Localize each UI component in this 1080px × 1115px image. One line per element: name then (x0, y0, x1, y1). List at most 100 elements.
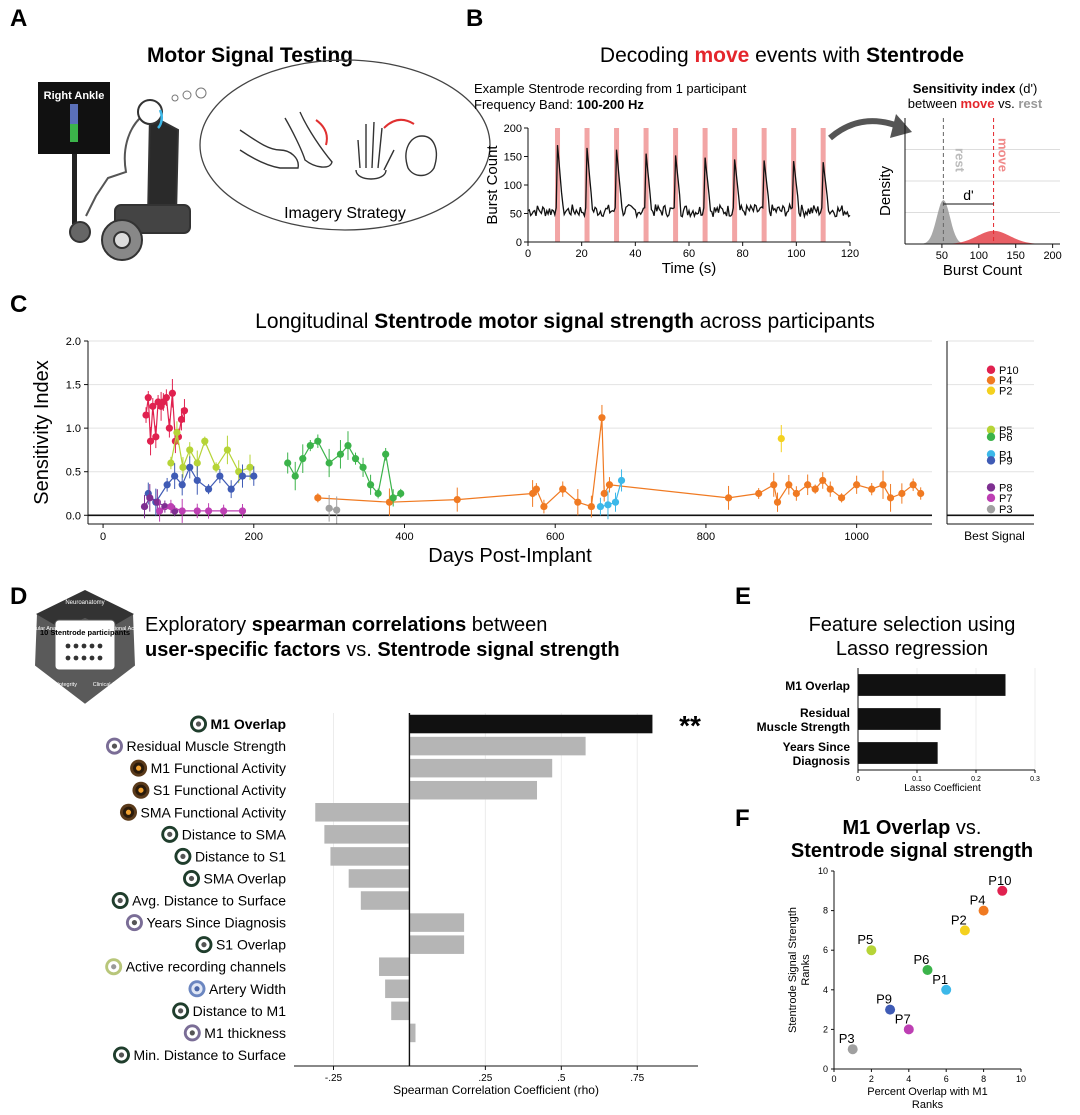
panel-d: D 10 Stentrode participants Neuroanatomy… (10, 583, 701, 1097)
panel-d-title-mid: vs. (341, 639, 378, 661)
panel-f: F M1 Overlap vs. Stentrode signal streng… (735, 805, 1033, 1111)
burst-count-trace (527, 145, 851, 220)
point-P4-8 (587, 502, 595, 511)
point-P5-2 (179, 463, 187, 471)
wheelchair-hub (113, 231, 131, 249)
brain-icon-mark (188, 875, 195, 882)
bar-6 (330, 847, 410, 866)
point-P6-12 (382, 450, 390, 458)
point-P7-6 (238, 507, 247, 515)
panel-a: A Motor Signal Testing Right Ankle (10, 5, 491, 261)
panel-c-title: Longitudinal Stentrode motor signal stre… (255, 310, 875, 333)
c-x-tick-label: 800 (697, 531, 715, 543)
fmri-icon-mark (125, 809, 132, 815)
point-P4-20 (819, 476, 827, 485)
device-icon-mark (111, 964, 117, 970)
rank-label-P10: P10 (988, 873, 1011, 888)
brain-icon-mark (118, 1052, 125, 1058)
y-tick-label: 150 (504, 152, 522, 164)
density-x-tick-label: 200 (1043, 250, 1061, 262)
brain-icon (111, 892, 129, 910)
factor-label-4: SMA Functional Activity (140, 804, 286, 820)
point-P6-3 (306, 441, 314, 450)
point-P9-6 (193, 476, 201, 485)
brain-icon (183, 869, 201, 887)
panel-b-title-move: move (694, 44, 749, 67)
bar-1 (409, 736, 586, 756)
best-label-P10: P10 (999, 365, 1019, 377)
wheelchair-caster (69, 221, 91, 243)
point-P5-9 (246, 463, 254, 471)
density-x-tick-label: 150 (1007, 250, 1025, 262)
bar-10 (409, 935, 465, 954)
point-P5-1 (173, 428, 181, 437)
factor-label-2: M1 Functional Activity (151, 760, 286, 776)
wheelchair-backrest (146, 113, 180, 220)
factor-label-15: Min. Distance to Surface (133, 1047, 286, 1063)
x-tick-label: 40 (629, 248, 641, 260)
brain-icon (195, 936, 213, 954)
best-point-P8 (986, 483, 996, 492)
participant-dots (65, 643, 103, 661)
bar-11 (379, 957, 410, 976)
lasso-label-1-1: Muscle Strength (757, 720, 850, 734)
brain-icon-mark (201, 942, 207, 948)
density-move (905, 230, 1060, 244)
point-P7-1 (167, 502, 175, 511)
c-y-tick-label: 2.0 (66, 336, 81, 348)
c-y-tick-label: 0.5 (66, 467, 81, 479)
best-label-P3: P3 (999, 504, 1012, 516)
point-P4-17 (792, 489, 800, 498)
panel-a-title: Motor Signal Testing (147, 44, 353, 67)
fmri-icon-mark (136, 765, 142, 771)
f-y-axis-label-2: Ranks (800, 954, 812, 986)
point-P9-10 (238, 472, 247, 480)
best-label-P9: P9 (999, 455, 1012, 467)
monitor-bar-green (70, 124, 78, 142)
point-P2-0 (777, 435, 785, 443)
point-P1-1 (604, 501, 612, 509)
d-x-tick-label: -.25 (325, 1073, 343, 1084)
y-tick-label: 200 (504, 123, 522, 135)
point-P4-13 (755, 489, 763, 498)
lasso-bar-2 (858, 742, 938, 764)
point-P10-4 (152, 433, 160, 441)
imagery-caption: Imagery Strategy (284, 205, 406, 222)
wheel-segment-device: Device Integrity (39, 682, 77, 688)
lasso-label-0-0: M1 Overlap (785, 679, 850, 693)
point-P5-0 (167, 459, 175, 467)
point-P4-12 (724, 494, 733, 502)
f-x-tick-label: 0 (831, 1074, 836, 1084)
bar-14 (409, 1023, 416, 1043)
monitor-stand (72, 154, 77, 224)
point-P4-5 (540, 502, 548, 511)
hand-motion-arrow-icon (383, 118, 415, 129)
brain-icon-mark (195, 721, 202, 727)
x-axis-label: Time (s) (662, 260, 716, 277)
density-sub-pre: between (908, 96, 961, 111)
lasso-bar-0 (858, 674, 1006, 696)
point-P6-10 (366, 481, 375, 489)
point-P4-24 (868, 485, 876, 493)
rank-point-P10 (997, 885, 1008, 896)
panel-c-letter: C (10, 291, 27, 318)
best-point-P4 (986, 376, 996, 385)
brain-icon-mark (117, 897, 123, 904)
f-x-tick-label: 8 (981, 1074, 986, 1084)
c-x-tick-label: 400 (395, 531, 413, 543)
panel-d-title-pre: Exploratory (145, 614, 252, 636)
c-x-tick-label: 600 (546, 531, 564, 543)
implant-indicator (157, 109, 163, 129)
point-P4-6 (559, 485, 567, 493)
factor-label-11: Active recording channels (126, 959, 286, 975)
factor-label-6: Distance to S1 (195, 848, 286, 864)
bubble-large (195, 87, 207, 99)
rank-point-P6 (922, 965, 933, 975)
point-P3-0 (325, 504, 333, 512)
factor-label-14: M1 thickness (204, 1025, 286, 1041)
e-x-tick-label: 0 (856, 776, 860, 783)
point-P4-10 (600, 489, 608, 498)
series-line-P6 (287, 440, 402, 499)
point-P4-14 (770, 481, 778, 489)
move-event-band-6 (732, 128, 738, 242)
